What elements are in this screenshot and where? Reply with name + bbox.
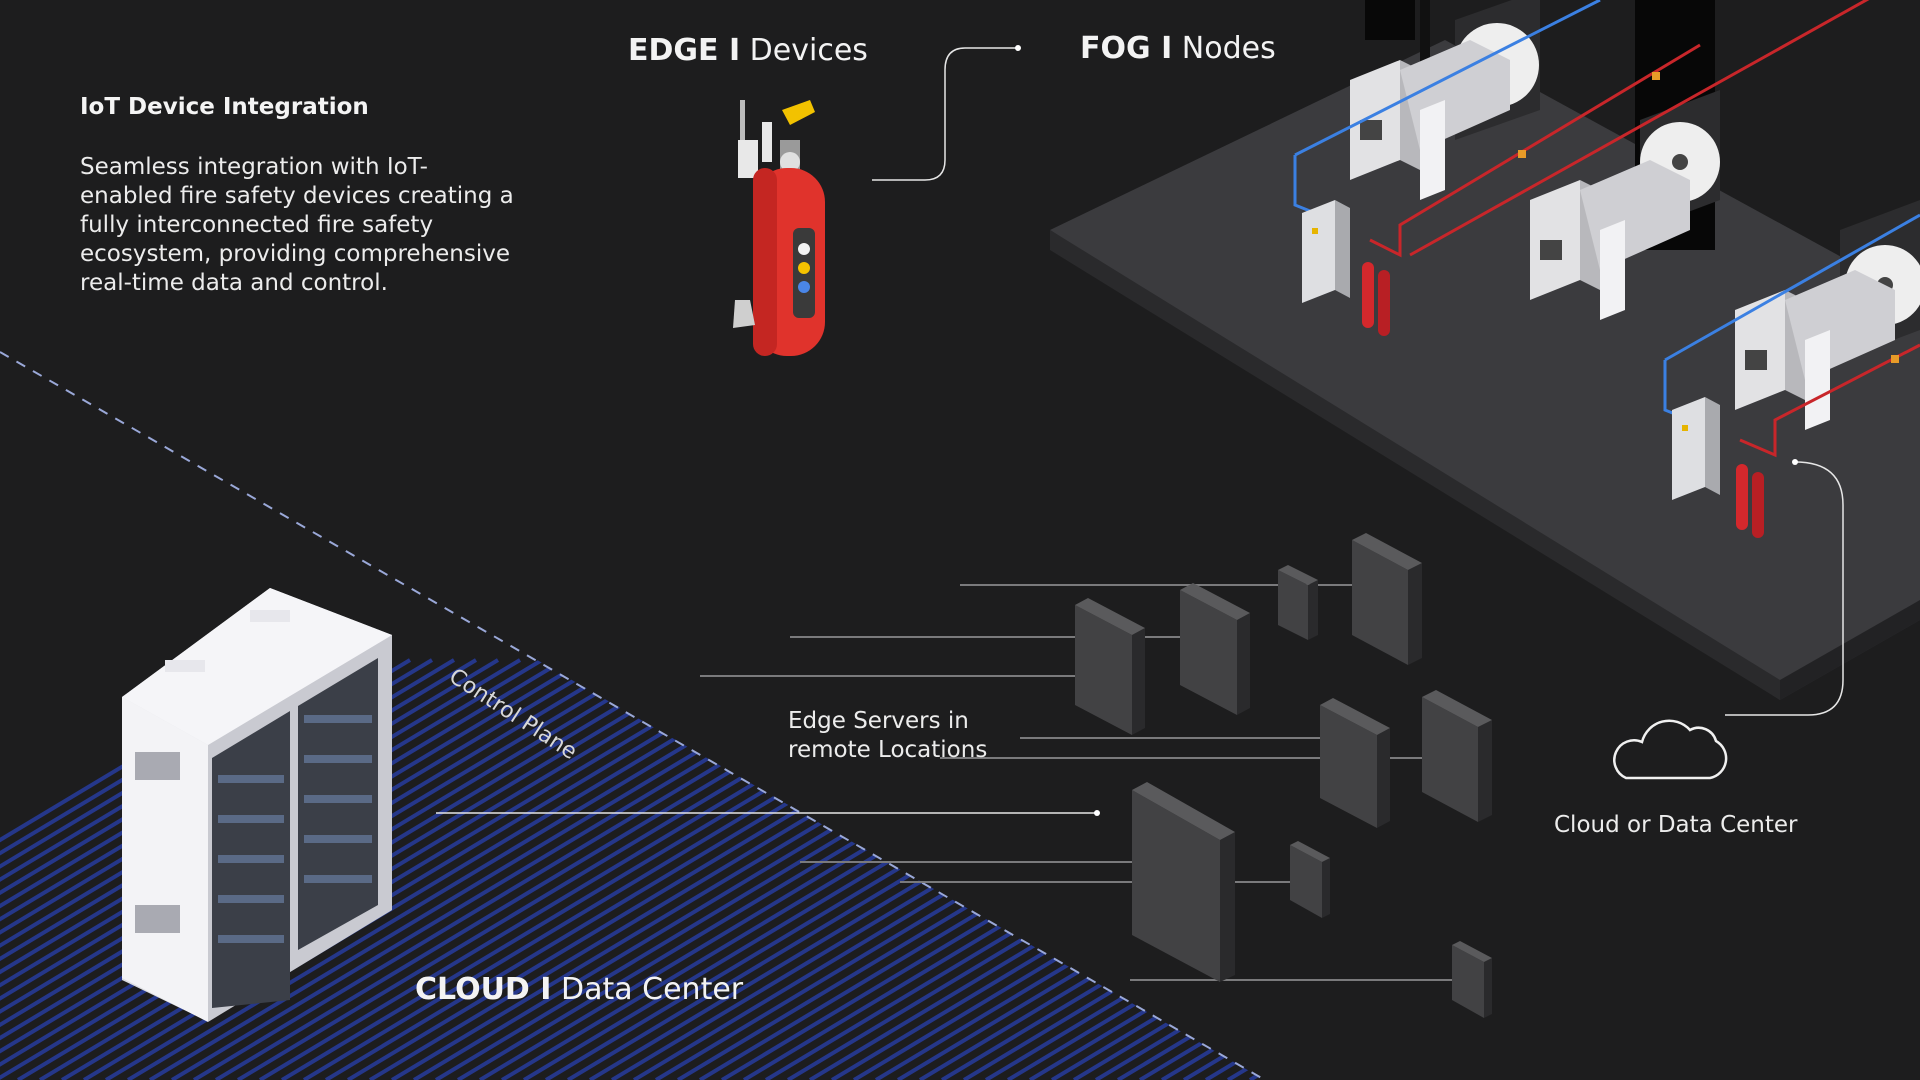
edge-server-block (1452, 941, 1492, 1018)
control-box (1302, 200, 1350, 303)
cloud-tier-label: CLOUD I Data Center (415, 972, 743, 1007)
edge-server-block (1180, 583, 1250, 715)
sprinkler-icon (1652, 72, 1660, 80)
edge-servers-line1: Edge Servers in (788, 708, 969, 734)
connector-dot (1094, 810, 1100, 816)
hatch-line (940, 658, 1265, 1080)
edge-server-block (1132, 782, 1235, 982)
fire-extinguisher-icon (733, 100, 825, 356)
edge-tier-light: Devices (749, 33, 868, 68)
red-pipe (1369, 0, 1920, 458)
hatch-line (1316, 660, 1920, 1080)
edge-tier-label: EDGE I Devices (628, 33, 868, 68)
connector-dot (1792, 459, 1798, 465)
hatch-line (1160, 658, 1265, 1080)
generator-unit (1735, 270, 1895, 430)
control-box (1672, 397, 1720, 500)
fog-tier-strong: FOG I (1080, 31, 1173, 66)
fog-tier-light: Nodes (1181, 31, 1276, 66)
cloud-tier-light: Data Center (560, 972, 744, 1007)
edge-server-block (1278, 565, 1318, 640)
connector-lines (436, 47, 1844, 814)
sprinkler-icon (1891, 355, 1899, 363)
generator-unit (1350, 40, 1510, 200)
fire-cylinders (1736, 464, 1764, 538)
cloud-icon (1613, 719, 1728, 780)
sprinkler-icon (1518, 150, 1526, 158)
intro-description: Seamless integration with IoT-enabled fi… (80, 154, 514, 296)
hatch-line (1182, 658, 1265, 1080)
hatch-line (918, 658, 1265, 1080)
hatch-line (60, 658, 764, 1080)
cloud-tier-strong: CLOUD I (415, 972, 552, 1007)
edge-server-block (1075, 598, 1145, 735)
hatch-line (1006, 658, 1265, 1080)
hatch-line (984, 658, 1265, 1080)
hatch-line (896, 658, 1265, 1080)
edge-server-block (1320, 698, 1390, 828)
edge-server-block (1352, 533, 1422, 665)
fog-tier-label: FOG I Nodes (1080, 31, 1276, 66)
intro-title: IoT Device Integration (80, 94, 369, 120)
server-rack-icon (122, 588, 392, 1022)
hatch-line (1294, 660, 1920, 1080)
cloud-or-data-center-label: Cloud or Data Center (1554, 812, 1798, 838)
edge-tier-strong: EDGE I (628, 33, 741, 68)
edge-server-block (1290, 841, 1330, 918)
generator-unit (1530, 160, 1690, 320)
control-plane-boundary (0, 351, 1266, 1080)
fire-cylinders (1362, 262, 1390, 336)
connector-dot (1015, 45, 1021, 51)
edge-server-block (1422, 690, 1492, 822)
edge-servers-line2: remote Locations (788, 737, 988, 763)
hatch-line (962, 658, 1265, 1080)
edge-servers-label: Edge Servers in remote Locations (788, 707, 987, 765)
